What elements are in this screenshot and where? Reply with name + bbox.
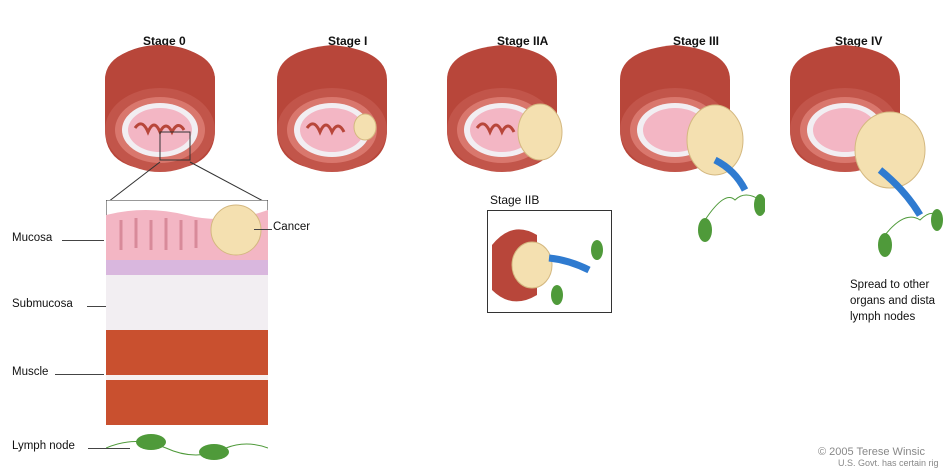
stage-4-tube: [775, 40, 949, 270]
cancer-label: Cancer: [273, 221, 310, 233]
cancer-pointer: [254, 229, 272, 230]
lymph-node-pointer: [88, 448, 130, 449]
stage-2a-tube: [432, 40, 582, 180]
stage-3-tube: [605, 40, 765, 250]
cross-section-detail: [106, 200, 268, 465]
copyright-text-2: U.S. Govt. has certain rig: [838, 458, 939, 468]
muscle-pointer: [55, 374, 104, 375]
stage-2b-label: Stage IIB: [490, 193, 539, 207]
submucosa-label: Submucosa: [12, 298, 73, 310]
muscle-label: Muscle: [12, 366, 48, 378]
stage-1-tube: [262, 40, 412, 180]
copyright-text: © 2005 Terese Winsic: [818, 446, 925, 458]
mucosa-label: Mucosa: [12, 232, 52, 244]
submucosa-pointer: [87, 306, 106, 307]
lymph-node-label: Lymph node: [12, 440, 75, 452]
stage-2b-inset: [487, 210, 612, 313]
spread-note: Spread to other organs and dista lymph n…: [850, 277, 949, 325]
mucosa-pointer: [62, 240, 104, 241]
